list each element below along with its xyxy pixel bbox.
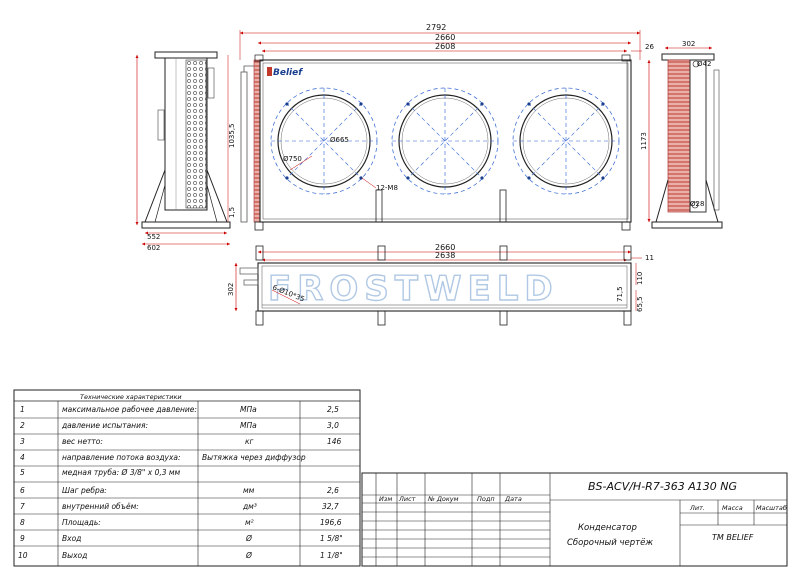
- dim-side-302: 302: [682, 40, 695, 48]
- fan-3: [512, 87, 620, 195]
- drawing-type: Сборочный чертёж: [567, 538, 653, 548]
- dim-left-15: 1,5: [228, 207, 236, 218]
- spec-row-10-n: 10: [18, 551, 28, 560]
- spec-row-10-name: Выход: [62, 551, 87, 560]
- title-block: BS-ACV/H-R7-363 A130 NG Изм Лист № Докум…: [361, 472, 788, 567]
- dim-mount-holes: 12-M8: [376, 184, 398, 192]
- dim-diam-42: Ø42: [697, 60, 711, 68]
- fan-2: [391, 87, 499, 195]
- dim-diam-665: Ø665: [330, 136, 349, 144]
- spec-row-7-name: внутренний объём:: [62, 502, 139, 511]
- col-sign: Подп: [477, 495, 495, 503]
- drawing-code: BS-ACV/H-R7-363 A130 NG: [588, 480, 737, 493]
- dim-bottom-2660: 2660: [435, 243, 455, 252]
- spec-row-7-n: 7: [20, 502, 25, 511]
- dim-bottom-655: 65,5: [636, 296, 644, 312]
- spec-row-7-unit: дм³: [242, 502, 257, 511]
- spec-row-6-unit: мм: [243, 486, 255, 495]
- spec-row-8-unit: м²: [245, 518, 254, 527]
- company-name: TM BELIEF: [712, 533, 754, 542]
- col-doc: № Докум: [427, 495, 459, 503]
- spec-row-3-value: 146: [327, 437, 342, 446]
- spec-row-3-n: 3: [20, 437, 25, 446]
- spec-table: Технические характеристики 1 максимально…: [13, 389, 361, 567]
- dim-diam-750: Ø750: [283, 155, 302, 163]
- dim-2660-top: 2660: [435, 33, 455, 42]
- dim-1173: 1173: [640, 132, 648, 150]
- dim-total-length: 2792: [426, 23, 446, 32]
- left-side-view: 1035,5 1,5 552 602: [135, 51, 236, 252]
- spec-row-1-name: максимальное рабочее давление:: [62, 405, 197, 414]
- spec-row-4-n: 4: [20, 453, 25, 462]
- spec-row-7-value: 32,7: [322, 502, 339, 511]
- mount-bolts: [285, 102, 605, 180]
- dim-2608: 2608: [435, 42, 455, 51]
- spec-row-4-name: направление потока воздуха:: [62, 453, 181, 462]
- spec-row-9-value: 1 5/8": [320, 534, 343, 543]
- spec-row-8-value: 196,6: [320, 518, 342, 527]
- spec-row-3-name: вес нетто:: [62, 437, 103, 446]
- fan-1: [270, 87, 378, 195]
- spec-row-8-name: Площадь:: [62, 518, 101, 527]
- scale-label: Масштаб: [756, 504, 787, 512]
- dim-bottom-11: 11: [645, 254, 654, 262]
- spec-row-2-unit: МПа: [240, 421, 257, 430]
- watermark: FROSTWELD: [268, 269, 559, 309]
- spec-row-9-name: Вход: [62, 534, 81, 543]
- spec-row-1-value: 2,5: [327, 405, 339, 414]
- spec-row-10-unit: Ø: [245, 551, 253, 560]
- spec-row-1-unit: МПа: [240, 405, 257, 414]
- dim-left-height: 1035,5: [228, 124, 236, 149]
- spec-row-5-n: 5: [20, 468, 25, 477]
- col-date: Дата: [504, 495, 522, 503]
- spec-row-2-name: давление испытания:: [61, 421, 148, 430]
- spec-row-10-value: 1 1/8": [320, 551, 343, 560]
- spec-row-2-n: 2: [20, 421, 25, 430]
- dim-bottom-715: 71,5: [616, 286, 624, 302]
- belief-logo: Belief: [273, 68, 303, 78]
- spec-row-2-value: 3,0: [327, 421, 339, 430]
- spec-row-8-n: 8: [20, 518, 25, 527]
- spec-row-6-value: 2,6: [327, 486, 339, 495]
- dim-left-602: 602: [147, 244, 160, 252]
- dim-bottom-302: 302: [227, 283, 235, 296]
- spec-row-5-name: медная труба: Ø 3/8" x 0,3 мм: [62, 468, 181, 477]
- spec-row-6-n: 6: [20, 486, 25, 495]
- spec-row-9-unit: Ø: [245, 534, 253, 543]
- product-name: Конденсатор: [578, 523, 637, 533]
- dim-bottom-2638: 2638: [435, 251, 455, 260]
- dim-left-552: 552: [147, 233, 160, 241]
- spec-row-3-unit: кг: [245, 437, 254, 446]
- dim-26: 26: [645, 43, 654, 51]
- spec-row-9-n: 9: [20, 534, 25, 543]
- dim-diam-28: Ø28: [690, 200, 704, 208]
- front-view: 2792 2660 2608 26 Belief 1173: [239, 23, 654, 231]
- col-izm: Изм: [379, 495, 392, 503]
- col-list: Лист: [398, 495, 416, 503]
- lit-label: Лит.: [689, 504, 705, 512]
- spec-table-title: Технические характеристики: [80, 393, 182, 401]
- spec-row-1-n: 1: [20, 405, 25, 414]
- right-side-view: 302 Ø42 Ø28: [651, 40, 723, 229]
- spec-row-4-unit: Вытяжка через диффузор: [202, 453, 306, 462]
- spec-row-6-name: Шаг ребра:: [62, 486, 107, 495]
- mass-label: Масса: [722, 504, 743, 512]
- dim-bottom-110: 110: [636, 272, 644, 285]
